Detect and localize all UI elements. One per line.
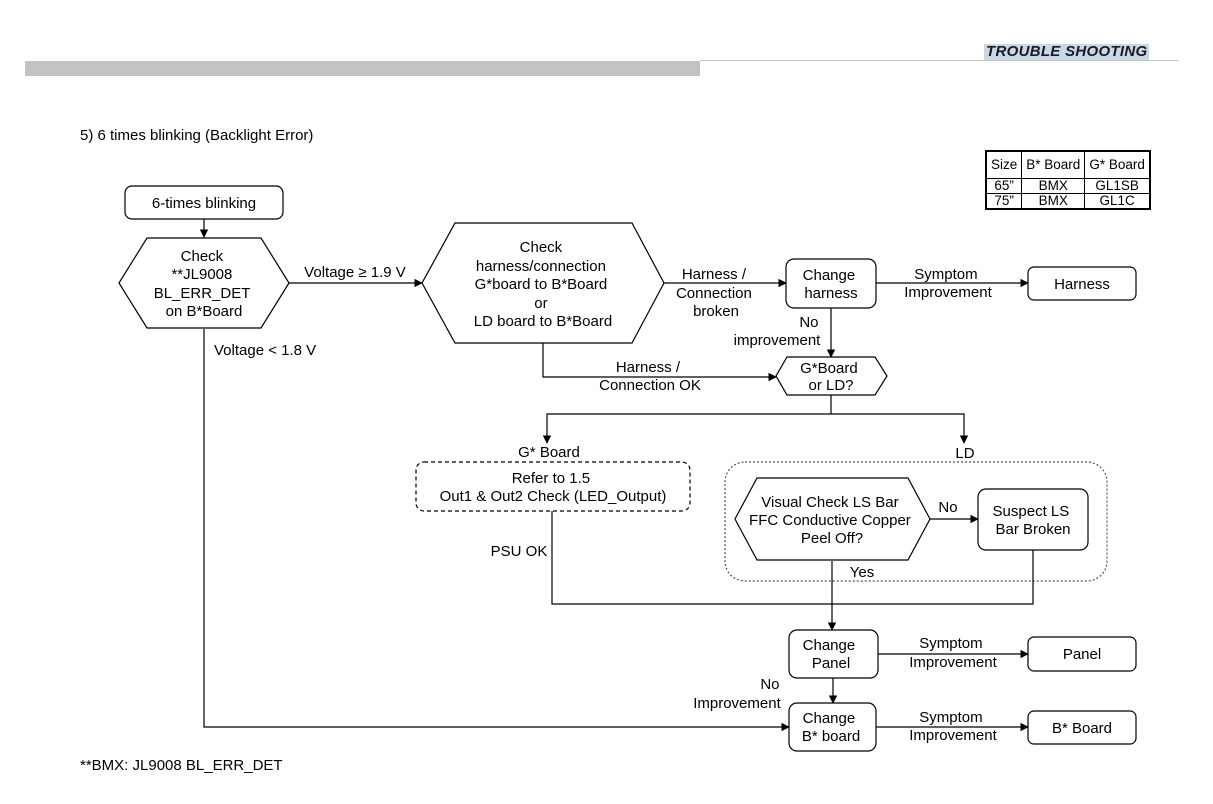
edge-harness-ok <box>542 343 777 382</box>
size-table-row: 65” BMX GL1SB <box>985 178 1151 194</box>
node-refer-box <box>415 461 691 512</box>
edge-label-psu-ok: PSU OK <box>491 543 548 560</box>
node-harness-result-box <box>1027 266 1137 301</box>
edge-label-harness-broken: Harness / Connection broken <box>676 266 756 320</box>
edge-label-voltage-high: Voltage ≥ 1.9 V <box>304 264 406 281</box>
node-change-harness-text: Change harness <box>803 267 860 302</box>
node-check-jl-hexagon <box>118 237 290 329</box>
edge-label-no-improvement: No improvement <box>734 314 823 349</box>
node-bboard-result-text: B* Board <box>1052 720 1112 737</box>
size-table: Size B* Board G* Board 65” BMX GL1SB 75”… <box>985 150 1151 210</box>
edge-psu-ok <box>551 511 1034 605</box>
node-change-bboard-text: Change B* board <box>802 710 860 745</box>
edge-label-gboard: G* Board <box>518 444 580 461</box>
node-suspect-ls-box <box>977 488 1089 551</box>
size-table-cell: BMX <box>1021 178 1086 194</box>
node-start-box <box>124 185 284 220</box>
edge-to-ld <box>831 413 969 444</box>
header-title: TROUBLE SHOOTING <box>984 43 1150 60</box>
node-change-bboard-box <box>788 702 877 752</box>
node-check-jl-text: Check **JL9008 BL_ERR_DET on B*Board <box>154 248 255 320</box>
node-harness-result-text: Harness <box>1054 276 1110 293</box>
node-change-panel-text: Change Panel <box>803 637 860 672</box>
size-table-cell: GL1SB <box>1084 178 1151 194</box>
node-gboard-or-ld-text: G*Board or LD? <box>800 360 862 394</box>
edge-label-symptom-panel: Symptom Improvement <box>909 635 997 671</box>
node-change-harness-box <box>785 258 877 309</box>
footnote: **BMX: JL9008 BL_ERR_DET <box>80 757 283 774</box>
edge-label-harness-ok: Harness / Connection OK <box>599 359 701 394</box>
size-table-cell: GL1C <box>1084 193 1151 210</box>
edge-voltage-low <box>203 329 790 732</box>
size-table-header-row: Size B* Board G* Board <box>985 150 1151 179</box>
edge-label-yes: Yes <box>850 564 874 581</box>
node-suspect-ls-text: Suspect LS Bar Broken <box>993 503 1074 538</box>
edge-label-no-improvement-panel: No Improvement <box>693 676 783 712</box>
node-bboard-result-box <box>1027 710 1137 745</box>
node-gboard-or-ld-hexagon <box>775 356 888 396</box>
edge-label-no: No <box>938 499 957 516</box>
size-table-cell: 65” <box>985 178 1023 194</box>
edge-label-symptom-harness: Symptom Improvement <box>904 266 992 301</box>
node-visual-check-text: Visual Check LS Bar FFC Conductive Coppe… <box>749 494 915 547</box>
size-table-header: Size <box>985 150 1023 179</box>
node-check-harness-hexagon <box>421 222 665 344</box>
node-refer-text: Refer to 1.5 Out1 & Out2 Check (LED_Outp… <box>440 470 667 505</box>
ld-group-frame <box>724 461 1108 582</box>
node-change-panel-box <box>788 629 879 679</box>
section-title: 5) 6 times blinking (Backlight Error) <box>80 127 314 144</box>
node-check-harness-text: Check harness/connection G*board to B*Bo… <box>474 239 612 330</box>
connectors <box>199 219 1034 732</box>
size-table-header: G* Board <box>1084 150 1151 179</box>
size-table-header: B* Board <box>1021 150 1086 179</box>
header-rule <box>700 60 1178 61</box>
header-bar <box>25 61 700 76</box>
edge-label-voltage-low: Voltage < 1.8 V <box>214 342 316 359</box>
size-table-row: 75” BMX GL1C <box>985 193 1151 210</box>
size-table-cell: BMX <box>1021 193 1086 210</box>
node-visual-check-hexagon <box>734 477 931 561</box>
node-panel-result-box <box>1027 636 1137 672</box>
node-panel-result-text: Panel <box>1063 646 1101 663</box>
edge-label-ld: LD <box>955 445 974 462</box>
node-start-text: 6-times blinking <box>152 195 256 212</box>
edge-label-symptom-bboard: Symptom Improvement <box>909 709 997 744</box>
edge-to-gboard <box>542 413 831 444</box>
